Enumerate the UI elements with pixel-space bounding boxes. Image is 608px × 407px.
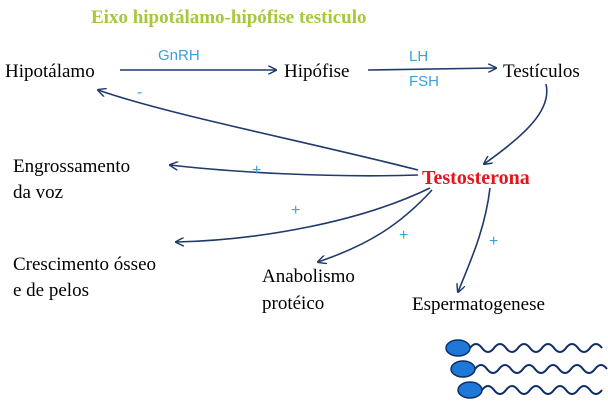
node-spermatogenesis: Espermatogenese (412, 294, 545, 315)
node-voice-line2: da voz (13, 182, 64, 203)
sperm-tail (469, 343, 603, 353)
sperm-head (450, 360, 476, 378)
node-hypothalamus: Hipotálamo (5, 61, 95, 82)
label-lh: LH (409, 48, 429, 65)
diagram-title: Eixo hipotálamo-hipófise testiculo (91, 7, 367, 28)
label-gnrh: GnRH (158, 47, 200, 64)
sign-negative-feedback: - (137, 84, 143, 101)
sperm-cell-1 (445, 339, 603, 357)
node-voice-line1: Engrossamento (13, 156, 131, 177)
arrow-negative-feedback (98, 90, 419, 171)
node-testicles: Testículos (503, 61, 580, 82)
sign-spermatogenesis: + (489, 233, 499, 250)
sperm-head (457, 381, 483, 399)
sign-voice: + (252, 162, 262, 179)
sperm-cell-2 (450, 360, 608, 378)
arrow-to-bone (176, 187, 431, 242)
arrow-to-voice (170, 165, 419, 177)
node-anabolism-line1: Anabolismo (262, 266, 355, 287)
arrow-to-anabolism (318, 189, 433, 262)
arrow-to-spermatogenesis (458, 187, 491, 292)
node-bone-line1: Crescimento ósseo (13, 254, 157, 275)
sperm-tail (474, 364, 608, 374)
arrow-lh-fsh (367, 68, 496, 70)
sperm-cell-3 (457, 381, 603, 399)
sperm-tail (481, 385, 603, 395)
label-fsh: FSH (409, 73, 439, 90)
node-pituitary: Hipófise (284, 61, 350, 82)
node-bone-line2: e de pelos (13, 280, 89, 301)
arrow-testicles-to-testosterone (484, 83, 548, 164)
sperm-head (445, 339, 471, 357)
node-testosterone: Testosterona (422, 167, 530, 189)
sign-bone: + (291, 202, 301, 219)
node-anabolism-line2: protéico (262, 293, 325, 314)
sign-anabolism: + (399, 227, 409, 244)
